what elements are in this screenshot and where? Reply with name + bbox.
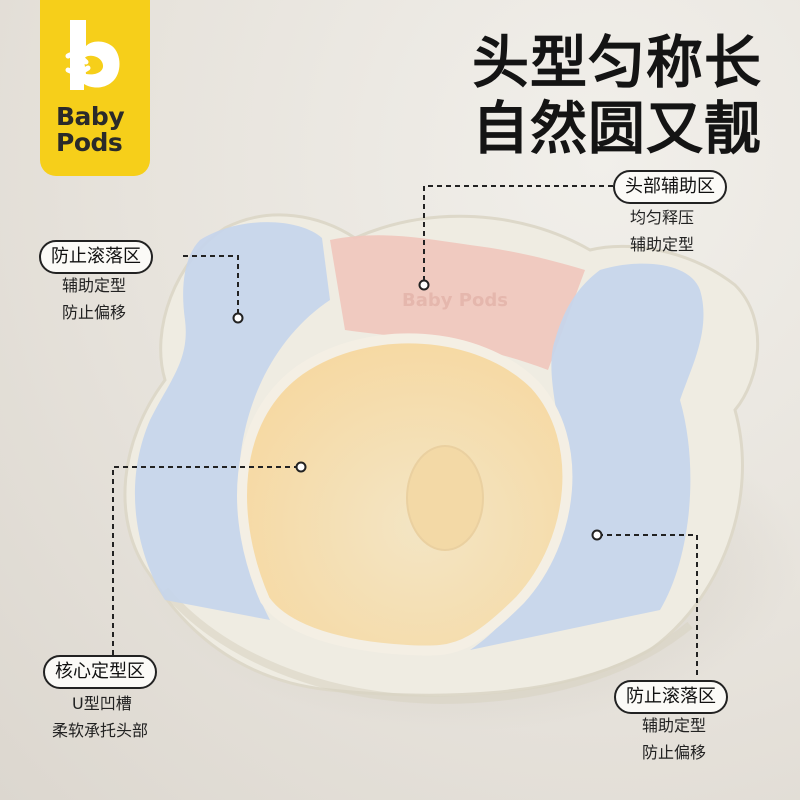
callout-tag-head-zone: 头部辅助区 xyxy=(613,170,727,204)
callout-title: 头部辅助区 xyxy=(625,176,715,197)
callout-line: 均匀释压 xyxy=(630,208,695,227)
headline-line-2: 自然圆又靓 xyxy=(472,96,762,162)
callout-line: 柔软承托头部 xyxy=(52,721,149,740)
logo-wordmark: Baby Pods xyxy=(56,104,146,156)
logo-b-hug-icon xyxy=(65,20,120,90)
brand-logo: Baby Pods xyxy=(40,0,150,176)
callout-tag-core-zone: 核心定型区 xyxy=(43,655,157,689)
callout-desc-head-zone: 均匀释压 辅助定型 xyxy=(630,204,694,258)
callout-line: 辅助定型 xyxy=(642,716,707,735)
callout-title: 核心定型区 xyxy=(55,661,145,682)
callout-line: 辅助定型 xyxy=(630,235,695,254)
callout-tag-left-anti-roll: 防止滚落区 xyxy=(39,240,153,274)
callout-line: 辅助定型 xyxy=(62,276,127,295)
logo-line-2: Pods xyxy=(56,128,123,157)
callout-desc-core-zone: U型凹槽 柔软承托头部 xyxy=(52,690,148,744)
callout-title: 防止滚落区 xyxy=(51,246,141,267)
callout-tag-right-anti-roll: 防止滚落区 xyxy=(614,680,728,714)
callout-desc-left-anti-roll: 辅助定型 防止偏移 xyxy=(62,272,126,326)
headline-line-1: 头型匀称长 xyxy=(472,30,762,96)
callout-line: 防止偏移 xyxy=(642,743,707,762)
pillow-print: Baby Pods xyxy=(402,290,508,311)
logo-line-1: Baby xyxy=(56,102,125,131)
core-zone xyxy=(237,333,573,656)
callout-title: 防止滚落区 xyxy=(626,686,716,707)
callout-desc-right-anti-roll: 辅助定型 防止偏移 xyxy=(642,712,706,766)
center-dimple xyxy=(406,445,484,551)
headline: 头型匀称长 自然圆又靓 xyxy=(472,30,762,162)
callout-line: 防止偏移 xyxy=(62,303,127,322)
callout-line: U型凹槽 xyxy=(72,694,132,713)
